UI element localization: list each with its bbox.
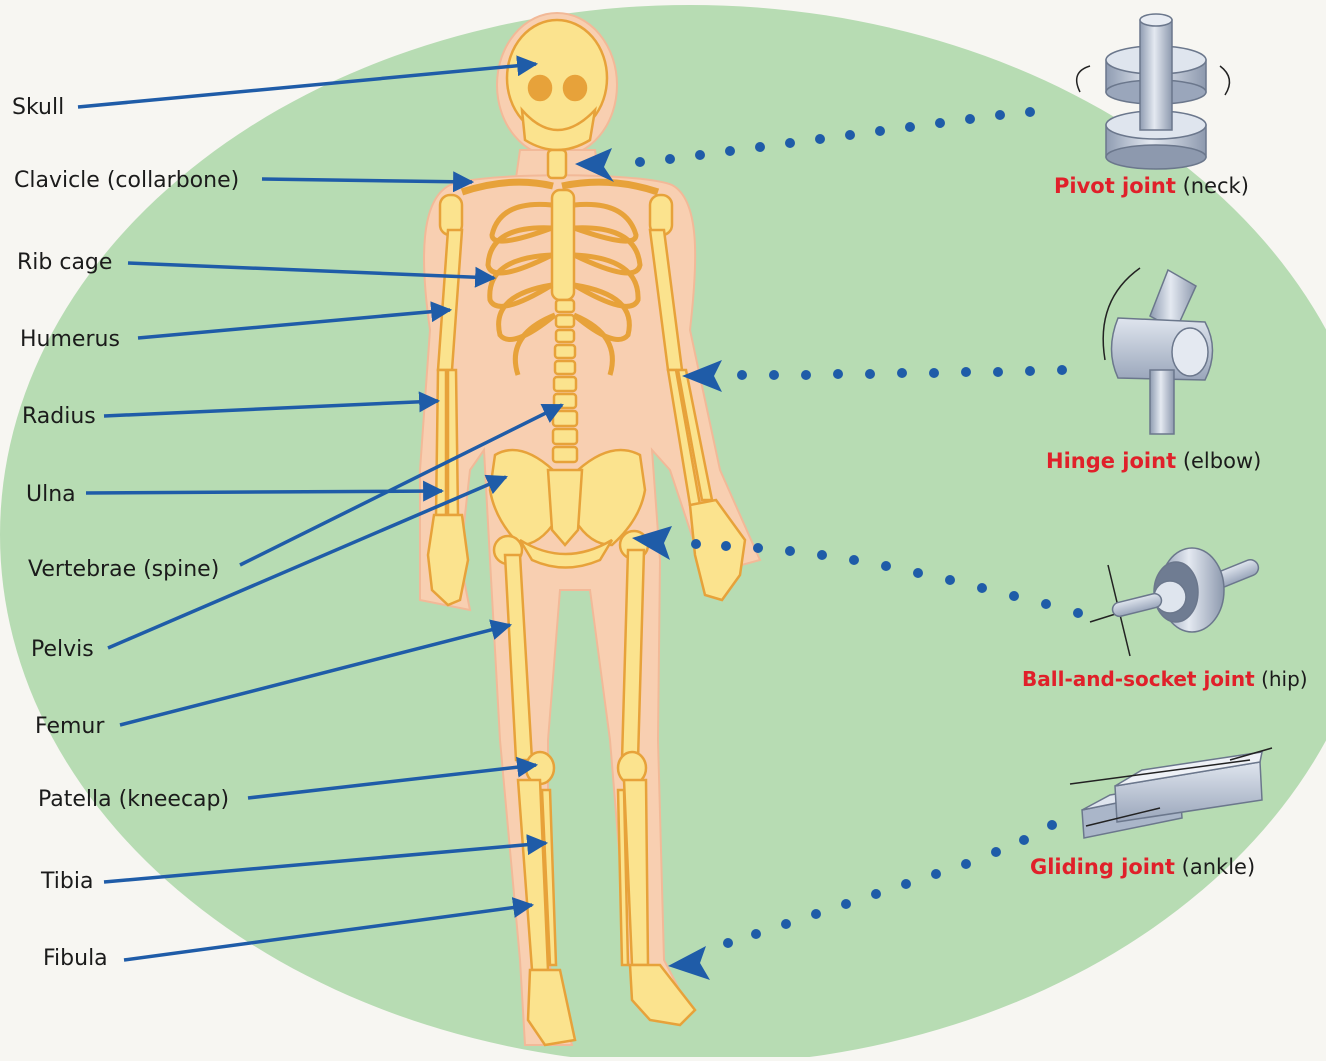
pivot-joint-location: (neck) <box>1183 174 1249 198</box>
label-clavicle: Clavicle (collarbone) <box>14 170 239 192</box>
gliding-joint-location: (ankle) <box>1182 855 1255 879</box>
label-ulna: Ulna <box>26 484 76 506</box>
label-fibula: Fibula <box>43 948 108 970</box>
ball-socket-joint-location: (hip) <box>1261 667 1308 691</box>
label-gliding-joint: Gliding joint (ankle) <box>1030 857 1255 878</box>
label-femur: Femur <box>35 716 104 738</box>
label-ribcage: Rib cage <box>17 252 112 274</box>
label-radius: Radius <box>22 406 96 428</box>
label-tibia: Tibia <box>41 871 93 893</box>
label-vertebrae: Vertebrae (spine) <box>28 559 219 581</box>
label-skull: Skull <box>12 97 64 119</box>
label-pivot-joint: Pivot joint (neck) <box>1054 176 1249 197</box>
hinge-joint-location: (elbow) <box>1183 449 1262 473</box>
label-humerus: Humerus <box>20 329 120 351</box>
ball-socket-joint-name: Ball-and-socket joint <box>1022 667 1255 691</box>
label-patella: Patella (kneecap) <box>38 789 229 811</box>
label-hinge-joint: Hinge joint (elbow) <box>1046 451 1261 472</box>
hinge-joint-name: Hinge joint <box>1046 449 1176 473</box>
gliding-joint-name: Gliding joint <box>1030 855 1175 879</box>
label-ball-socket-joint: Ball-and-socket joint (hip) <box>1022 669 1308 689</box>
label-pelvis: Pelvis <box>31 639 94 661</box>
pivot-joint-name: Pivot joint <box>1054 174 1176 198</box>
